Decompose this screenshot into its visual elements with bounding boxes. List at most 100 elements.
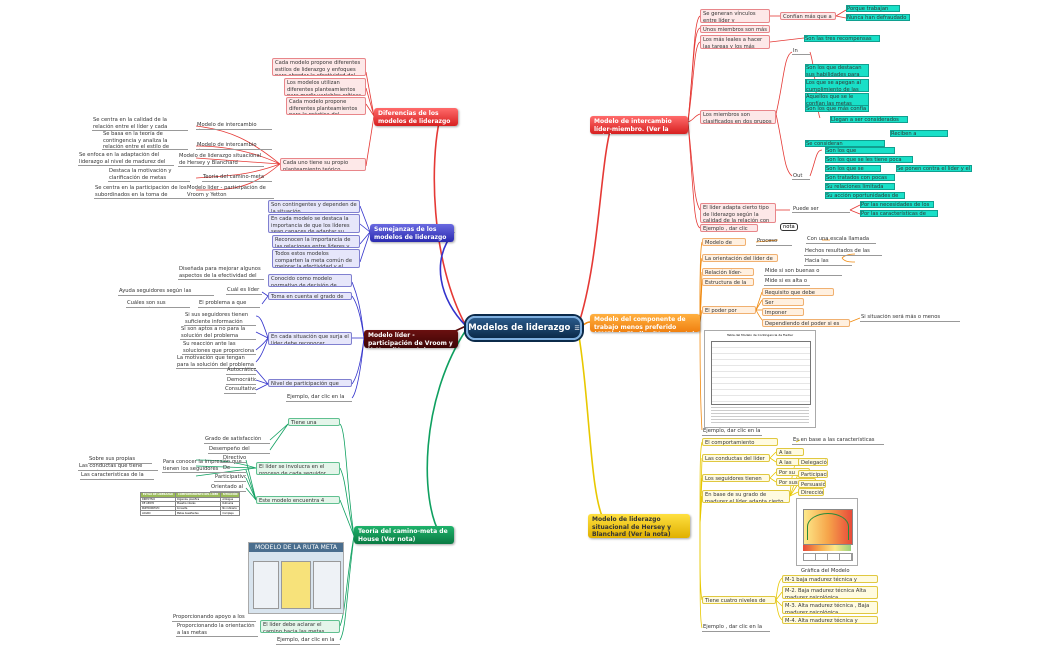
subtopic[interactable]: Cada uno tiene su propio planteamiento t… [280,158,366,171]
leaf[interactable]: Diseñada para mejorar algunos aspectos d… [178,266,264,280]
leaf[interactable]: Si situación será más o menos favorable [860,314,960,322]
leaf[interactable]: Su relaciones limitada con el líder [825,183,895,190]
leaf[interactable]: Son los que se desmotivan [825,165,881,172]
subtopic[interactable]: Este modelo encuentra 4 tipos de lideraz… [256,496,340,504]
leaf[interactable]: Persuasión [798,480,826,488]
leaf[interactable]: Proceso mixto [756,238,792,246]
leaf[interactable]: Los que se apegan al cumplimiento de las… [805,79,869,92]
subtopic[interactable]: Tiene cuatro niveles de madurez [702,596,776,604]
example-link[interactable]: Ejemplo , dar clic en la nota [700,224,758,232]
leaf[interactable]: Directivo [222,455,246,463]
leaf[interactable]: A las tareas [776,448,804,456]
subtopic[interactable]: Toma en cuenta el grado de participación [268,292,352,300]
leaf[interactable]: Modelo de intercambio líder-miembro [196,122,272,130]
subtopic[interactable]: Cada modelo propone diferentes planteami… [286,97,366,115]
subtopic[interactable]: El poder por posición [702,306,756,314]
leaf[interactable]: De apoyo [222,465,246,473]
leaf[interactable]: Su acción oportunidades de crecimiento [825,192,905,199]
leaf[interactable]: Con una escala llamada CMP [806,236,876,244]
subtopic[interactable]: Estructura de la tarea [702,278,754,286]
leaf[interactable]: Para conocer la impresión que tienen los… [162,459,246,473]
leaf[interactable]: Modelo de liderazgo situacional de Herse… [178,153,264,167]
subtopic[interactable]: Conocido como modelo normativo de decisi… [268,274,352,287]
subtopic[interactable]: Unos miembros son más favorecidos [700,25,770,33]
leaf[interactable]: Es en base a las características del seg… [792,437,884,445]
leaf[interactable]: Destaca la motivación y clarificación de… [108,168,190,182]
leaf[interactable]: Se basa en la teoría de contingencia y a… [102,131,188,150]
leaf[interactable]: Son los que más confía el líder [805,105,869,112]
leaf[interactable]: Reciben a capacitaciones [890,130,948,137]
leaf[interactable]: M-3. Alta madurez técnica , Baja madurez… [782,601,878,614]
topic-diferencias[interactable]: Diferencias de los modelos de liderazgo [374,108,458,126]
leaf[interactable]: Teoría del camino-meta de House [202,174,272,182]
leaf[interactable]: Dependiendo del poder si es fuerte o déb… [762,319,850,327]
leaf[interactable]: Son los que destacan sus habilidades par… [805,64,869,77]
leaf[interactable]: Se ponen contra el líder y el equipo [896,165,972,172]
subtopic[interactable]: Los más leales a hacer las tareas y los … [700,35,770,49]
leaf[interactable]: Por las características de cada miembro [860,210,938,217]
subtopic[interactable]: Cada modelo propone diferentes estilos d… [272,58,366,76]
subtopic[interactable]: Las conductas del líder son orientadas [702,454,770,462]
leaf[interactable]: Cuál es líder permite [226,287,262,295]
leaf[interactable]: Si son aptos a no para la solución del p… [180,326,256,340]
leaf[interactable]: Grado de satisfacción del seguidor [204,436,270,444]
subtopic[interactable]: Relación líder-miembro [702,268,754,276]
leaf[interactable]: Las conductas que tiene como líder [78,463,158,471]
subtopic[interactable]: Puede ser personalizado [792,206,850,213]
central-topic[interactable]: Modelos de liderazgo☰ [466,316,582,340]
topic-hersey-blanchard[interactable]: Modelo de liderazgo situacional de Herse… [588,514,690,538]
leaf[interactable]: Se enfoca en la adaptación del liderazgo… [78,152,174,166]
leaf[interactable]: M-2. Baja madurez técnica Alta madurez p… [782,586,878,599]
subtopic[interactable]: Confían más que a otros [780,12,836,20]
leaf[interactable]: Ayuda seguidores según las circunstancia… [118,288,214,296]
leaf[interactable]: Orientado al logro [210,484,246,492]
leaf[interactable]: Su reacción ante las soluciones que prop… [182,341,256,355]
leaf[interactable]: Son tratados con pocas gratificaciones [825,174,895,181]
subtopic[interactable]: En cada situación que surja el líder deb… [268,332,352,345]
leaf[interactable]: Proporcionando la orientación a las meta… [176,623,258,637]
subtopic[interactable]: En cada modelo se destaca la importancia… [268,214,360,233]
topic-intercambio[interactable]: Modelo de intercambio líder-miembro. (Ve… [590,116,688,134]
leaf[interactable]: Dirección [798,488,824,496]
leaf[interactable]: Delegación [798,458,828,466]
leaf[interactable]: Participativo [214,474,246,482]
subtopic[interactable]: El comportamiento apropiado del líder [702,438,778,446]
leaf[interactable]: Son los que se les tiene poca confianza [825,156,913,163]
leaf[interactable]: Democrático [226,377,256,385]
leaf[interactable]: Por las necesidades de los miembros [860,201,934,208]
leaf[interactable]: Modelo de intercambio líder-miembro [196,142,272,150]
note-button[interactable]: nota [780,223,798,231]
subtopic[interactable]: En base de su grado de madurez el líder … [702,490,790,503]
leaf[interactable]: La motivación que tengan para la solució… [176,355,256,369]
leaf[interactable]: Consultativo [224,386,256,394]
subtopic[interactable]: Reconocen la importancia de las relacion… [272,235,360,248]
subtopic[interactable]: El líder adapta cierto tipo de liderazgo… [700,203,776,223]
subtopic[interactable]: Los miembros son clasificados en dos gru… [700,110,776,124]
example-link[interactable]: Ejemplo , dar clic en la nota [702,624,770,632]
leaf[interactable]: Proporcionando apoyo a los seguidores [172,614,256,622]
leaf[interactable]: Mide si es alta o baja [764,278,810,286]
out-group-label[interactable]: Out group [792,173,810,180]
subtopic[interactable]: Modelo de Fiedler [702,238,746,246]
leaf[interactable]: Nunca han defraudado al líder [846,14,910,21]
subtopic[interactable]: Tiene una relación directa [288,418,340,426]
leaf[interactable]: Llegan a ser considerados para crecer [830,116,908,123]
leaf[interactable]: Son los que constantemente fallan [825,147,895,154]
leaf[interactable]: Hacia las relaciones [804,258,852,266]
subtopic[interactable]: Todos estos modelos comparten la meta co… [272,249,360,268]
leaf[interactable]: M-1 baja madurez técnica y psicológica [782,575,878,583]
subtopic[interactable]: El líder debe aclarar el camino hacia la… [260,620,340,633]
leaf[interactable]: Si sus seguidores tienen suficiente info… [184,312,256,326]
leaf[interactable]: El problema a que enfrenta [198,300,260,308]
leaf[interactable]: Imponer sanciones [762,308,804,316]
example-link[interactable]: Ejemplo, dar clic en la nota [276,637,340,645]
topic-camino-meta[interactable]: Teoría del camino-meta de House (Ver not… [354,526,454,544]
leaf[interactable]: Porque trabajan duro [846,5,900,12]
leaf[interactable]: Son las tres recompensas por el líder [804,35,880,42]
in-group-label[interactable]: In group [792,48,810,55]
topic-vroom-yetton[interactable]: Modelo líder - participación de Vroom y … [364,330,458,348]
leaf[interactable]: Modelo líder - participación de Vroom y … [186,185,274,199]
leaf[interactable]: Autocrático [226,367,256,375]
example-link[interactable]: Ejemplo, dar clic en la nota [286,394,352,402]
subtopic[interactable]: La orientación del líder de motivar a ma… [702,254,778,262]
